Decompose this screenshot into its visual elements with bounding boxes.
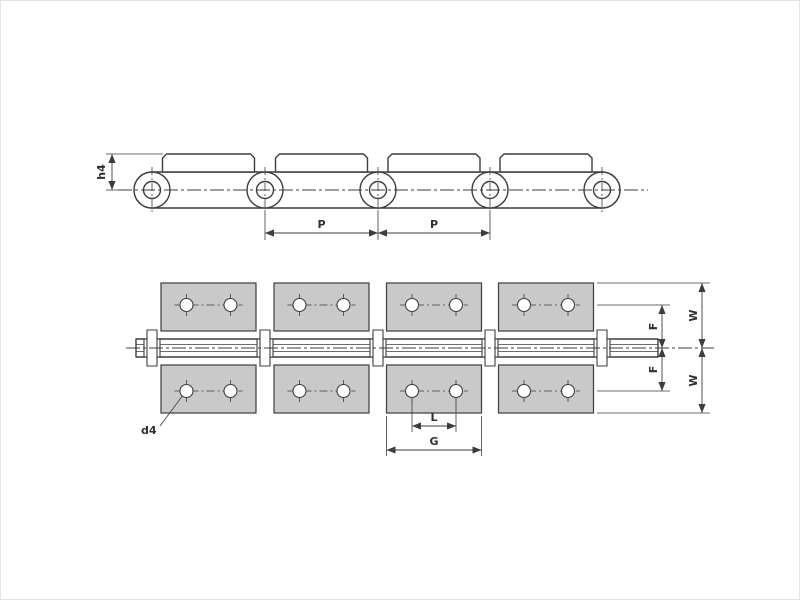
leader-line (159, 396, 183, 427)
attachment-plate-top (273, 282, 370, 332)
dim-label-w-upper: W (687, 309, 700, 321)
dim-label-d4: d4 (141, 424, 157, 437)
attachment-side-view (161, 153, 256, 173)
bottom-view: F F W W L G d4 (126, 282, 714, 456)
attachment-plate-bottom (497, 364, 595, 414)
l-dimension: L (411, 399, 457, 432)
attachment-plate-top (160, 282, 257, 332)
g-dimension: G (386, 416, 482, 456)
dim-label-g: G (429, 435, 438, 448)
dim-label-w-lower: W (687, 374, 700, 386)
attachment-plate-top (385, 282, 483, 332)
attachment-side-view (387, 153, 481, 173)
pitch-dimensions: P P (264, 212, 491, 240)
top-view: h4 P P (95, 153, 648, 240)
attachment-plate-bottom (385, 364, 483, 414)
dim-label-p1: P (317, 218, 325, 231)
attachment-side-view (499, 153, 593, 173)
dim-label-f-upper: F (647, 323, 660, 331)
attachment-plate-top (497, 282, 595, 332)
d4-callout: d4 (141, 396, 183, 437)
dim-label-l: L (430, 411, 437, 424)
h4-dimension: h4 (95, 153, 163, 191)
f-w-dimensions: F F W W (597, 282, 710, 414)
dim-label-f-lower: F (647, 366, 660, 374)
dim-label-h4: h4 (95, 164, 108, 180)
dim-label-p2: P (430, 218, 438, 231)
attachment-plate-bottom (273, 364, 370, 414)
attachment-side-view (274, 153, 369, 173)
